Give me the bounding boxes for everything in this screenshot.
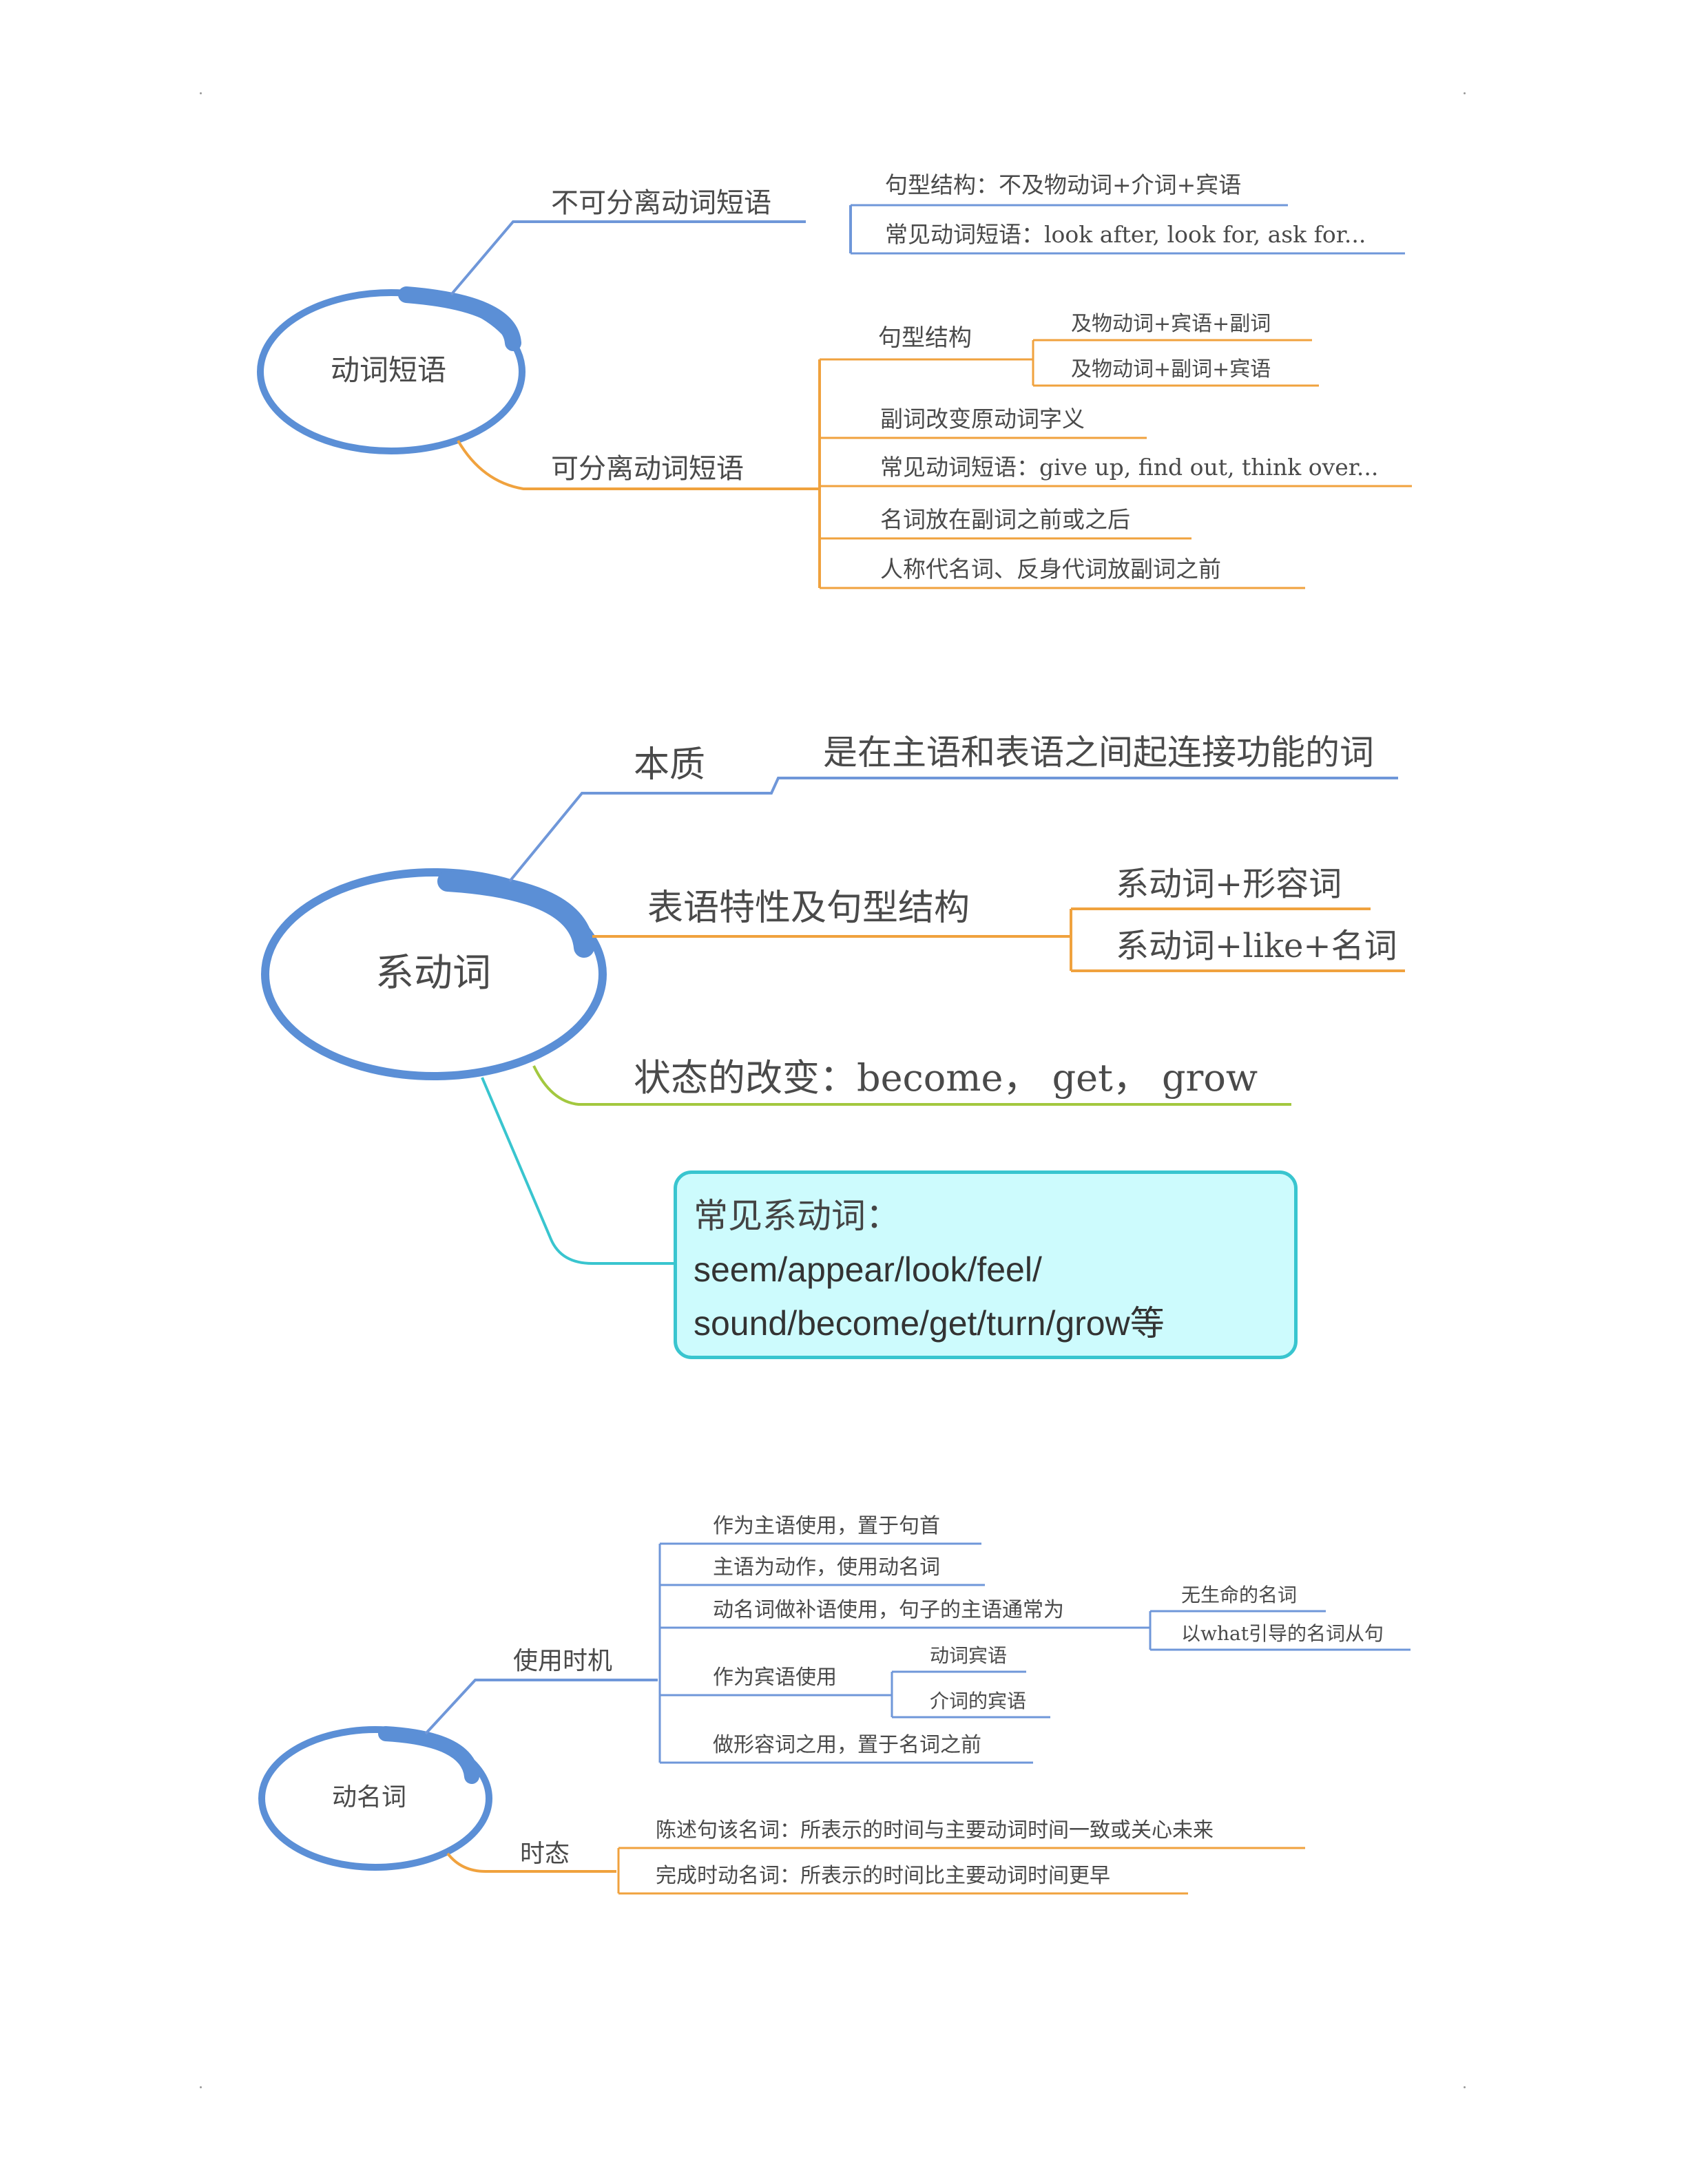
branch-essence-label: 本质 <box>634 744 705 786</box>
leaf-usage-2: 主语为动作，使用动名词 <box>713 1555 940 1579</box>
node-ring-swoosh <box>437 871 594 958</box>
node-ring-verb-phrases <box>257 289 525 454</box>
leaf-predicative-2: 系动词+like+名词 <box>1116 927 1397 965</box>
leaf-inseparable-1: 句型结构：不及物动词+介词+宾语 <box>885 171 1241 198</box>
leaf-essence-definition: 是在主语和表语之间起连接功能的词 <box>823 733 1374 773</box>
common-linking-verbs-callout: 常见系动词： seem/appear/look/feel/ sound/beco… <box>674 1170 1298 1359</box>
leaf-usage-4: 作为宾语使用 <box>713 1666 837 1690</box>
node-ring-swoosh <box>398 286 521 351</box>
map-gerund: 动名词 使用时机 作为主语使用，置于句首 主语为动作，使用动名词 动名词做补语使… <box>258 1514 1411 1895</box>
connector-state-change <box>532 1065 1291 1106</box>
callout-title: 常见系动词： <box>694 1196 900 1236</box>
corner-mark-bottom-right <box>1464 2086 1466 2088</box>
leaf-inseparable-2: 常见动词短语：look after, look for, ask for... <box>885 221 1366 248</box>
leaf-complement-1: 无生命的名词 <box>1181 1584 1297 1606</box>
sub-sentence-structure: 句型结构 <box>878 324 972 352</box>
corner-mark-top-left <box>200 92 202 94</box>
branch-inseparable-label: 不可分离动词短语 <box>551 187 771 219</box>
connector-essence <box>508 777 1398 883</box>
callout-line-1: seem/appear/look/feel/ <box>694 1250 1042 1289</box>
branch-state-change-label: 状态的改变：become， get， grow <box>634 1056 1258 1100</box>
map-linking-verbs: 系动词 本质 是在主语和表语之间起连接功能的词 表语特性及句型结构 系动词+形容… <box>261 733 1405 1265</box>
corner-mark-top-right <box>1464 92 1466 94</box>
node-ring-linking-verbs <box>261 868 607 1080</box>
leaf-separable-3: 名词放在副词之前或之后 <box>880 506 1130 533</box>
leaf-object-2: 介词的宾语 <box>930 1690 1026 1712</box>
node-ring-gerund <box>258 1726 492 1871</box>
connector-inseparable <box>450 220 806 296</box>
leaf-structure-1: 及物动词+宾语+副词 <box>1071 312 1271 336</box>
map-verb-phrases: 动词短语 不可分离动词短语 句型结构：不及物动词+介词+宾语 常见动词短语：lo… <box>257 171 1412 589</box>
leaf-complement-2: 以what引导的名词从句 <box>1181 1622 1384 1645</box>
connector-usage <box>424 1679 658 1735</box>
branch-predicative-label: 表语特性及句型结构 <box>647 888 970 929</box>
leaf-object-1: 动词宾语 <box>930 1644 1007 1667</box>
leaf-tense-1: 陈述句该名词：所表示的时间与主要动词时间一致或关心未来 <box>656 1818 1214 1842</box>
node-ring-swoosh <box>378 1726 479 1784</box>
connector-common-verbs <box>481 1077 674 1265</box>
branch-tense-label: 时态 <box>520 1840 570 1868</box>
central-node-verb-phrases: 动词短语 <box>331 353 446 387</box>
leaf-tense-2: 完成时动名词：所表示的时间比主要动词时间更早 <box>656 1864 1110 1888</box>
leaf-usage-5: 做形容词之用，置于名词之前 <box>713 1733 981 1757</box>
leaf-separable-1: 副词改变原动词字义 <box>880 406 1085 432</box>
connector-tense <box>446 1852 616 1873</box>
connector-separable <box>457 439 820 490</box>
leaf-separable-4: 人称代名词、反身代词放副词之前 <box>880 556 1221 582</box>
leaf-structure-2: 及物动词+副词+宾语 <box>1071 357 1271 381</box>
central-node-gerund: 动名词 <box>332 1783 406 1812</box>
leaf-usage-3: 动名词做补语使用，句子的主语通常为 <box>713 1598 1064 1622</box>
central-node-linking-verbs: 系动词 <box>375 951 491 996</box>
leaf-usage-1: 作为主语使用，置于句首 <box>713 1514 940 1538</box>
callout-line-2: sound/become/get/turn/grow等 <box>694 1304 1165 1343</box>
branch-usage-label: 使用时机 <box>513 1647 612 1675</box>
leaf-predicative-1: 系动词+形容词 <box>1116 865 1342 903</box>
corner-mark-bottom-left <box>200 2086 202 2088</box>
branch-separable-label: 可分离动词短语 <box>551 453 744 485</box>
leaf-separable-2: 常见动词短语：give up, find out, think over... <box>880 454 1378 481</box>
